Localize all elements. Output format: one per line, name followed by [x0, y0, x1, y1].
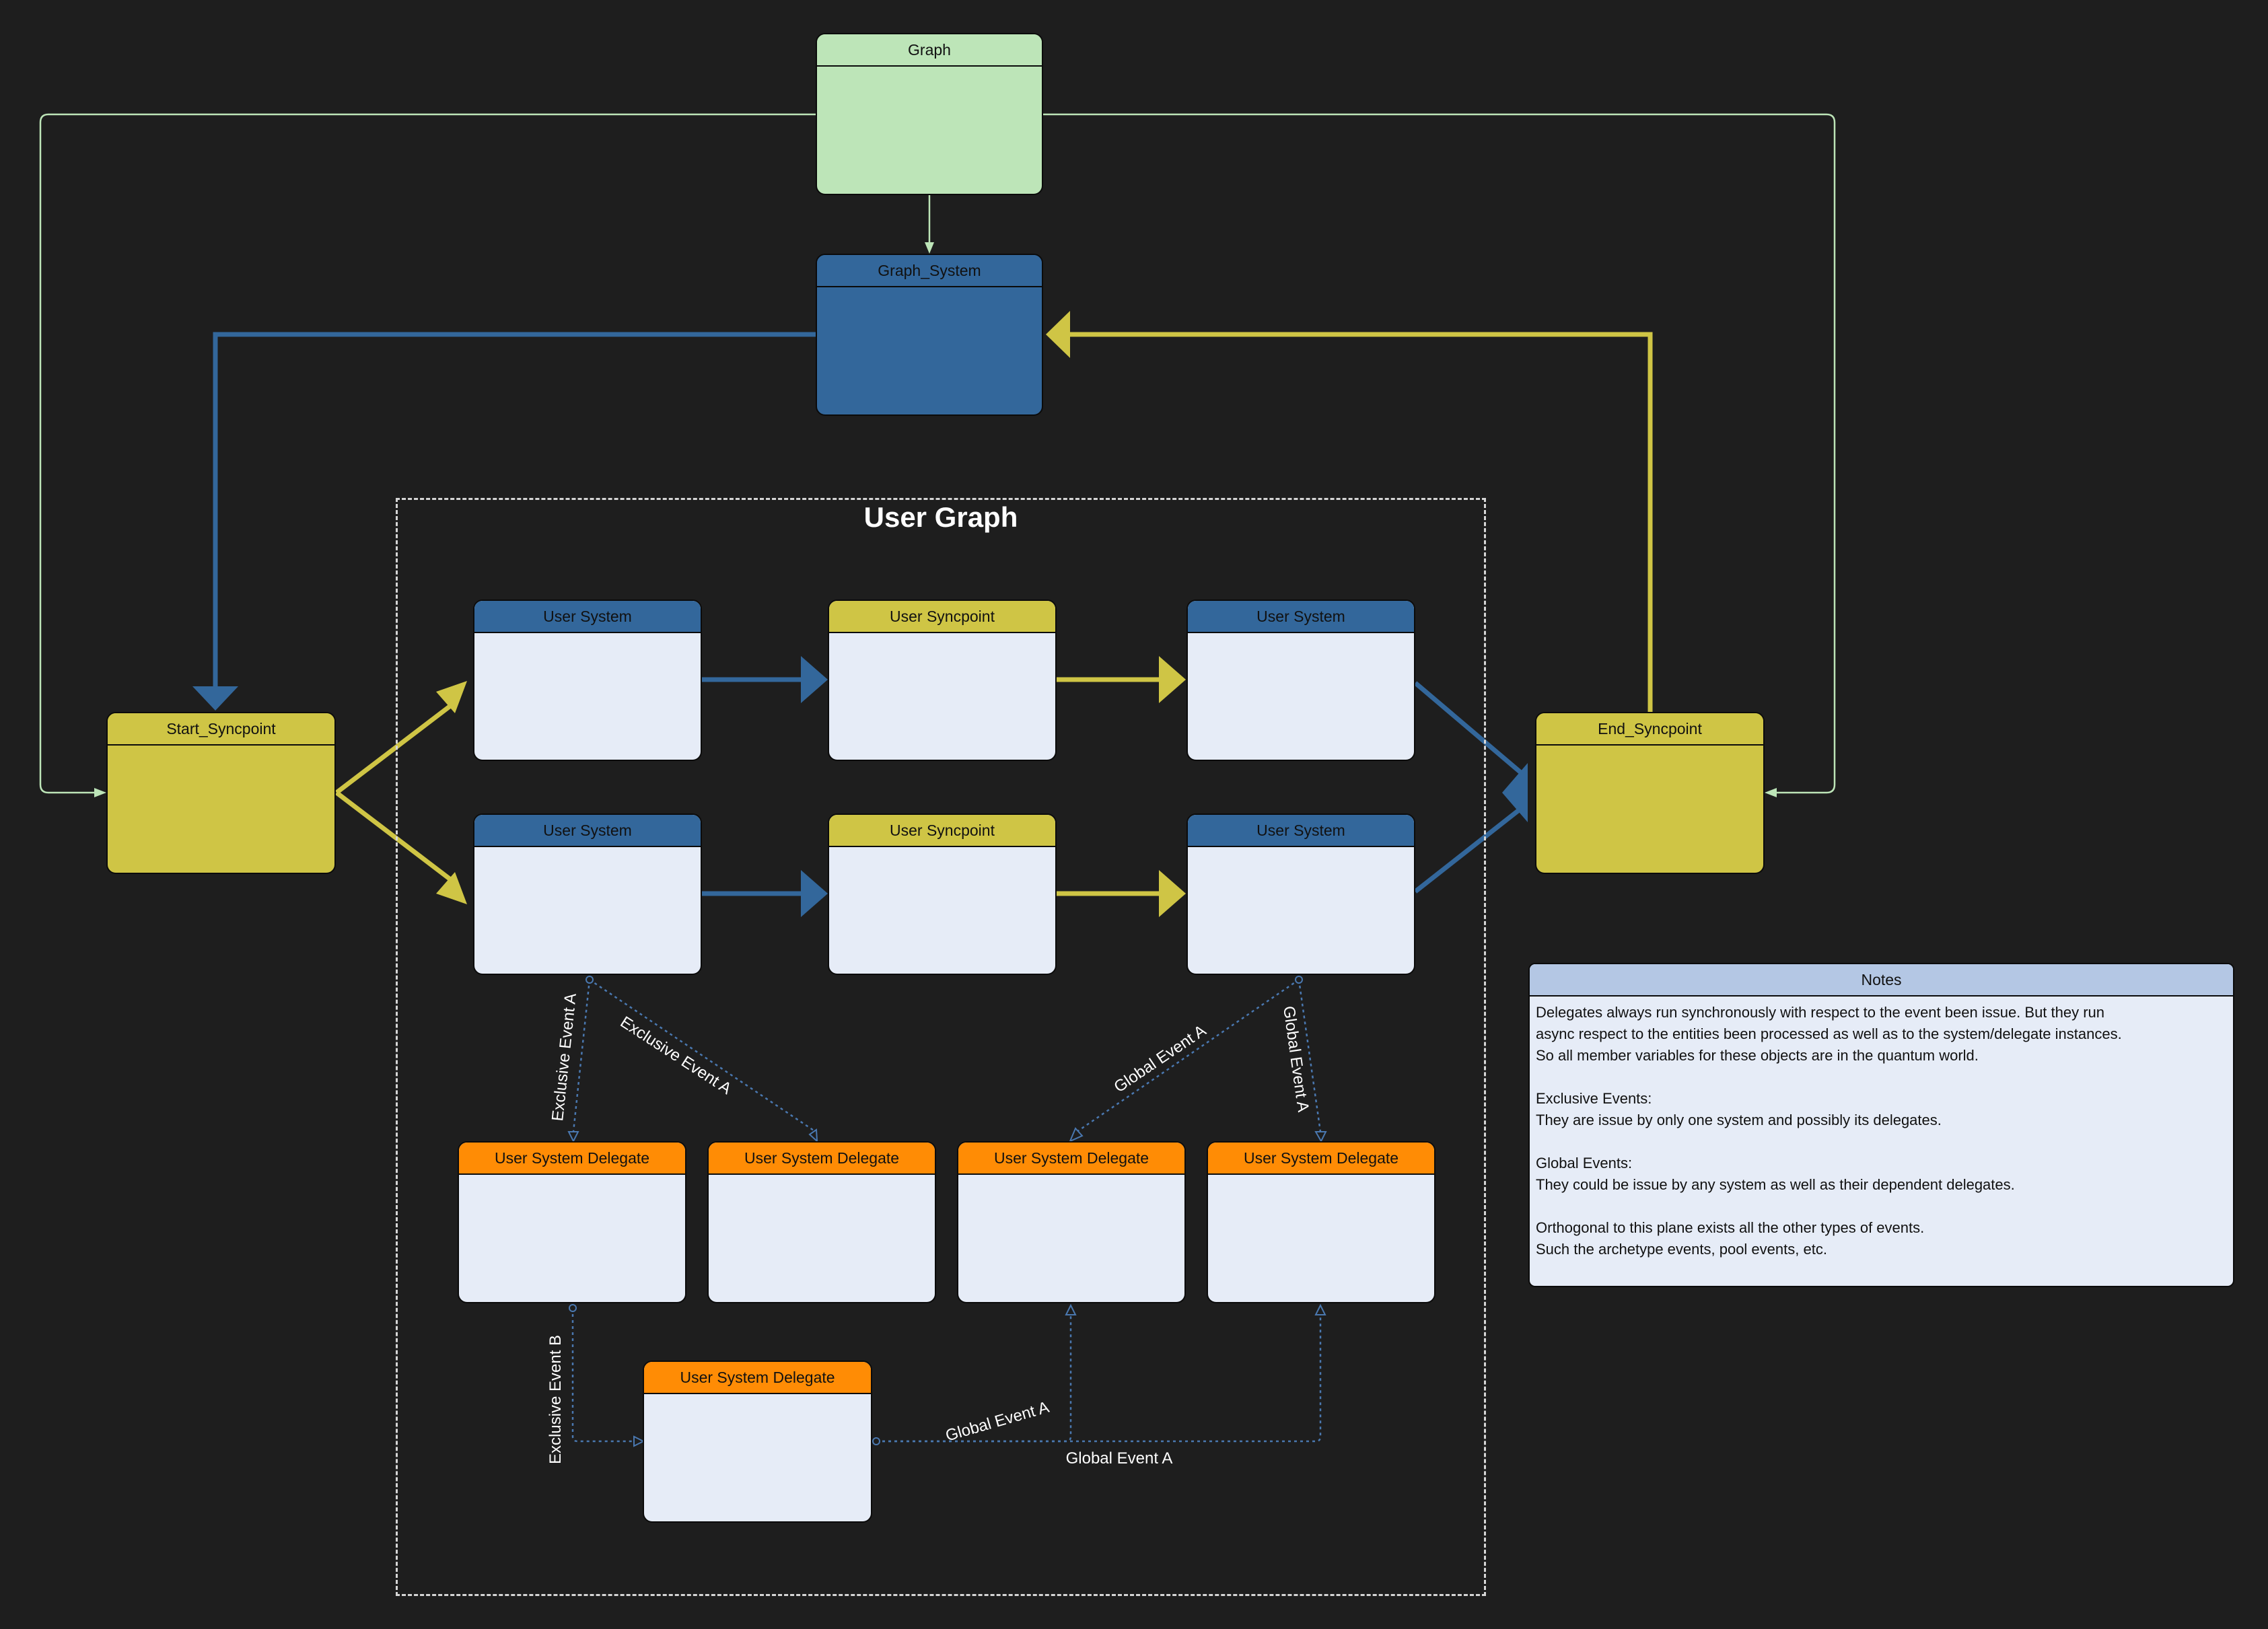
end-syncpoint-node-title: End_Syncpoint [1536, 713, 1763, 746]
notes-line: They are issue by only one system and po… [1536, 1112, 1942, 1128]
user-system-delegate-node[interactable]: User System Delegate [643, 1361, 872, 1523]
user-system-delegate-node[interactable]: User System Delegate [707, 1141, 936, 1303]
edge-start-to-user-system-3 [334, 791, 452, 881]
arrowhead [1765, 788, 1777, 797]
notes-line [1530, 1131, 2233, 1153]
user-syncpoint-node-title: User Syncpoint [829, 601, 1055, 633]
start-syncpoint-node[interactable]: Start_Syncpoint [106, 712, 336, 874]
user-system-node[interactable]: User System [473, 600, 702, 761]
notes-line: They could be issue by any system as wel… [1536, 1176, 2015, 1193]
notes-line: Such the archetype events, pool events, … [1536, 1241, 1827, 1258]
notes-line: Orthogonal to this plane exists all the … [1536, 1219, 1925, 1236]
edge-end-to-graph-system [1070, 332, 1653, 712]
graph-node-title: Graph [817, 34, 1042, 67]
user-system-node-title: User System [1188, 601, 1414, 633]
edge-user-system-4-to-end [1413, 805, 1524, 894]
edge-origin-dot [1295, 976, 1303, 984]
edge-graph-to-end [1043, 113, 1836, 794]
notes-line: So all member variables for these object… [1536, 1047, 1979, 1064]
open-arrowhead [808, 1128, 818, 1143]
user-graph-title: User Graph [863, 501, 1018, 533]
user-system-node-title: User System [474, 815, 701, 847]
user-syncpoint-node[interactable]: User Syncpoint [828, 600, 1057, 761]
arrowhead [925, 242, 934, 254]
arrowhead [1046, 311, 1070, 358]
open-arrowhead [1069, 1127, 1084, 1143]
user-system-delegate-node[interactable]: User System Delegate [458, 1141, 686, 1303]
graph-system-node[interactable]: Graph_System [816, 254, 1043, 416]
user-graph-group: User Graph [396, 498, 1486, 1596]
edge-exclusive-b-to-delegate-5 [571, 1308, 634, 1443]
edge-exclusive-a-to-delegate-1 [572, 979, 591, 1132]
user-system-node[interactable]: User System [1186, 600, 1415, 761]
user-system-delegate-node-title: User System Delegate [459, 1143, 685, 1175]
notes-line [1530, 1196, 2233, 1217]
edge-label-exclusive-b: Exclusive Event B [546, 1335, 565, 1464]
start-syncpoint-node-title: Start_Syncpoint [108, 713, 334, 746]
arrowhead [801, 870, 828, 917]
edge-origin-dot [872, 1437, 880, 1445]
user-system-node-title: User System [474, 601, 701, 633]
notes-line: Global Events: [1536, 1155, 1633, 1171]
notes-line: Exclusive Events: [1536, 1090, 1652, 1107]
open-arrowhead [1314, 1131, 1327, 1143]
user-syncpoint-node[interactable]: User Syncpoint [828, 813, 1057, 975]
user-syncpoint-node-title: User Syncpoint [829, 815, 1055, 847]
edge-label-global-a-bottom: Global Event A [1066, 1449, 1173, 1468]
user-system-delegate-node-title: User System Delegate [709, 1143, 935, 1175]
edge-global-a-to-delegate-4 [1298, 979, 1322, 1132]
arrowhead [192, 686, 238, 711]
user-system-node[interactable]: User System [473, 813, 702, 975]
notes-panel: Notes Delegates always run synchronously… [1528, 963, 2234, 1287]
arrowhead [801, 656, 828, 703]
user-system-node-title: User System [1188, 815, 1414, 847]
user-system-delegate-node[interactable]: User System Delegate [957, 1141, 1186, 1303]
graph-node[interactable]: Graph [816, 33, 1043, 195]
arrowhead [1502, 763, 1528, 822]
open-arrowhead [1314, 1303, 1326, 1315]
open-arrowhead [1065, 1303, 1077, 1315]
edge-user-system-2-to-end [1413, 681, 1524, 776]
arrowhead [1159, 870, 1186, 917]
arrowhead [94, 788, 106, 797]
user-system-delegate-node-title: User System Delegate [644, 1362, 871, 1394]
edge-graph-to-start [39, 113, 816, 794]
notes-line: async respect to the entities been proce… [1536, 1025, 2122, 1042]
user-system-delegate-node[interactable]: User System Delegate [1207, 1141, 1436, 1303]
open-arrowhead [633, 1435, 645, 1447]
arrowhead [436, 681, 467, 713]
open-arrowhead [567, 1131, 579, 1143]
notes-line [1530, 1066, 2233, 1088]
arrowhead [1159, 656, 1186, 703]
edge-origin-dot [569, 1304, 577, 1312]
user-system-node[interactable]: User System [1186, 813, 1415, 975]
edge-origin-dot [586, 976, 594, 984]
end-syncpoint-node[interactable]: End_Syncpoint [1535, 712, 1765, 874]
edge-global-a-to-delegate-3 [1076, 978, 1300, 1133]
user-system-delegate-node-title: User System Delegate [958, 1143, 1184, 1175]
graph-system-node-title: Graph_System [817, 255, 1042, 287]
arrowhead [436, 872, 467, 904]
edge-global-a-to-delegate-4-up [876, 1313, 1322, 1443]
notes-title: Notes [1530, 964, 2233, 997]
user-system-delegate-node-title: User System Delegate [1208, 1143, 1434, 1175]
notes-line: Delegates always run synchronously with … [1536, 1004, 2105, 1021]
edge-graph-system-to-start [213, 332, 816, 686]
edge-start-to-user-system-1 [334, 704, 452, 795]
